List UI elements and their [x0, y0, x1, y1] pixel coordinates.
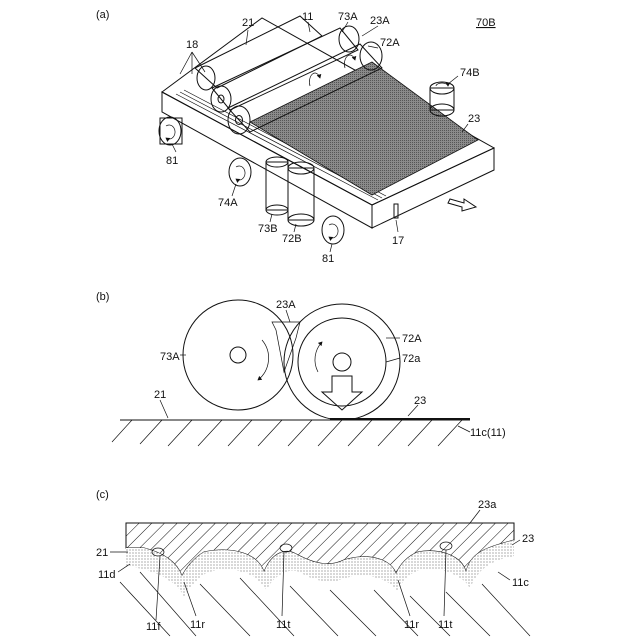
roll-73B — [266, 157, 288, 215]
roller-72A — [284, 304, 400, 420]
label-23a: 23a — [478, 499, 497, 511]
label-73A: 73A — [160, 351, 180, 363]
ground-hatching — [112, 420, 470, 446]
label-11r-left: 11r — [190, 619, 205, 631]
panel-c: (c) — [96, 489, 534, 636]
label-23: 23 — [414, 395, 426, 407]
panel-a-tag: (a) — [96, 9, 109, 21]
label-72a: 72a — [402, 353, 421, 365]
label-23A: 23A — [276, 299, 296, 311]
label-11t-right: 11t — [438, 619, 452, 631]
panel-a: (a) 70B — [96, 9, 496, 265]
label-73B: 73B — [258, 223, 278, 235]
label-21: 21 — [154, 389, 166, 401]
press-arrow — [322, 376, 362, 410]
panel-b-tag: (b) — [96, 291, 109, 303]
panel-a-reference: 70B — [476, 17, 496, 29]
label-11d: 11d — [98, 569, 116, 581]
label-11r-right: 11r — [404, 619, 419, 631]
label-21: 21 — [242, 17, 254, 29]
label-74B: 74B — [460, 67, 480, 79]
label-23A: 23A — [370, 15, 390, 27]
label-23: 23 — [468, 113, 480, 125]
label-21: 21 — [96, 547, 108, 559]
label-72A: 72A — [402, 333, 422, 345]
label-18: 18 — [186, 39, 198, 51]
label-11c: 11c — [512, 577, 529, 589]
label-17: 17 — [392, 235, 404, 247]
label-81-left: 81 — [166, 155, 178, 167]
panel-b: (b) — [96, 291, 506, 446]
label-11: 11 — [302, 11, 313, 23]
label-73A: 73A — [338, 11, 358, 23]
label-11c: 11c(11) — [470, 427, 506, 439]
label-81-right: 81 — [322, 253, 334, 265]
label-72B: 72B — [282, 233, 302, 245]
roller-81-right — [322, 216, 344, 244]
label-72A: 72A — [380, 37, 400, 49]
panel-c-tag: (c) — [96, 489, 109, 501]
direction-arrow — [448, 199, 476, 211]
label-74A: 74A — [218, 197, 238, 209]
label-11t-left: 11t — [276, 619, 290, 631]
roller-74A — [229, 158, 251, 186]
label-23: 23 — [522, 533, 534, 545]
label-11f: 11f — [146, 621, 161, 633]
roller-73A — [183, 300, 293, 410]
